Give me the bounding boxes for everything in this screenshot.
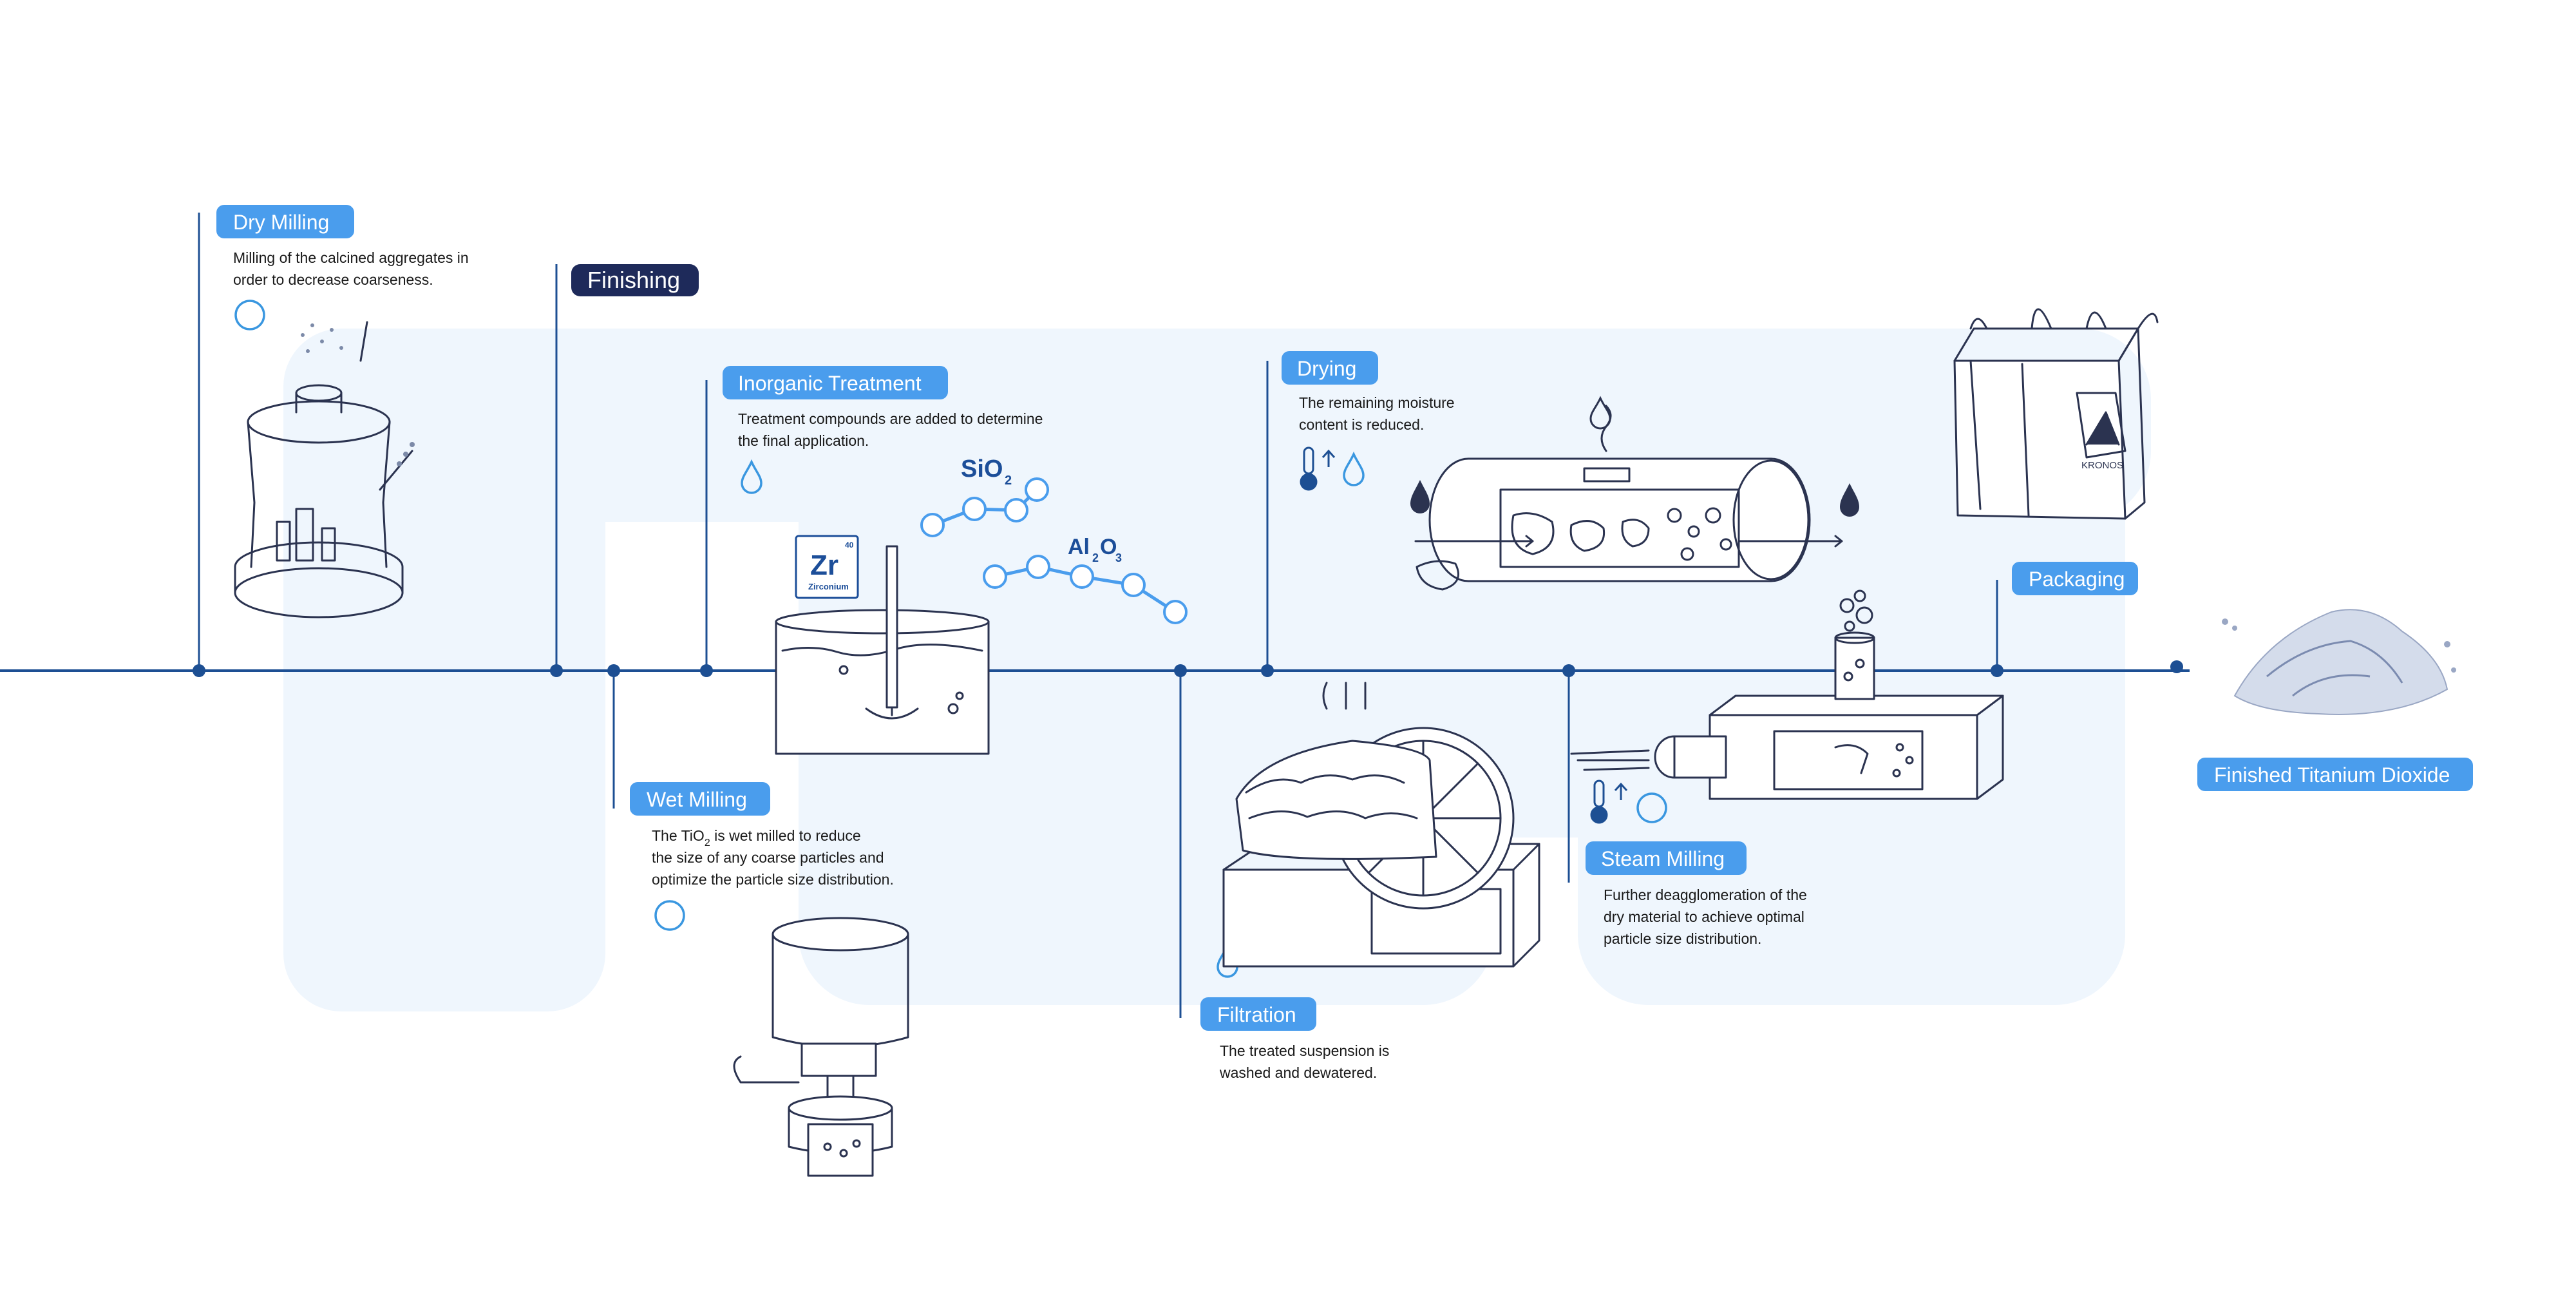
- bag-brand-text: KRONOS: [2081, 460, 2123, 471]
- node-steam-milling: [1562, 664, 1575, 677]
- step-desc-line1: The TiO2 is wet milled to reduce: [652, 827, 861, 848]
- sio2-molecule: SiO 2: [920, 455, 1049, 537]
- node-drying: [1261, 664, 1274, 677]
- al2o3-molecule: Al 2 O 3: [983, 535, 1188, 624]
- step-desc-line1: Milling of the calcined aggregates in: [233, 249, 469, 266]
- step-dry-milling: Dry Milling Milling of the calcined aggr…: [216, 205, 469, 618]
- timeline-nodes: [193, 660, 2183, 677]
- thermometer-icon: [1590, 780, 1608, 824]
- svg-text:O: O: [1100, 535, 1117, 559]
- dark-droplet-icon: [1840, 483, 1859, 517]
- step-title: Finished Titanium Dioxide: [2214, 763, 2450, 787]
- label-bg: [571, 264, 699, 296]
- step-desc-line1: The treated suspension is: [1220, 1042, 1389, 1059]
- zirconium-element-tile: Zr 40 Zirconium: [795, 535, 859, 599]
- label-bg: [1586, 841, 1747, 875]
- step-drying: Drying The remaining moisture content is…: [1282, 351, 1859, 591]
- step-filtration: Filtration The treated suspension is was…: [1200, 682, 1540, 1081]
- dry-mill-illustration: [234, 321, 413, 618]
- step-title: Drying: [1297, 357, 1356, 380]
- label-bg: [630, 782, 770, 816]
- step-desc-line1: Further deagglomeration of the: [1604, 886, 1807, 903]
- step-title: Dry Milling: [233, 211, 329, 234]
- label-bg: [2012, 562, 2138, 595]
- step-packaging: Packaging KRONOS: [1953, 308, 2159, 595]
- step-desc-line2: order to decrease coarseness.: [233, 271, 433, 288]
- step-finished: Finished Titanium Dioxide: [2197, 609, 2473, 791]
- bubble-icon: [1636, 792, 1667, 823]
- svg-text:2: 2: [1092, 551, 1099, 564]
- node-finishing: [550, 664, 563, 677]
- step-desc-line2: the final application.: [738, 432, 869, 449]
- powder-pile-illustration: [2222, 609, 2456, 715]
- svg-text:SiO: SiO: [961, 455, 1003, 483]
- label-bg: [1200, 997, 1316, 1031]
- svg-text:Zirconium: Zirconium: [808, 582, 849, 591]
- label-bg: [723, 366, 948, 399]
- step-desc-line2: dry material to achieve optimal: [1604, 908, 1804, 925]
- step-title: Filtration: [1217, 1003, 1296, 1026]
- droplet-icon: [741, 459, 762, 494]
- node-dry-milling: [193, 664, 205, 677]
- thermometer-icon: [1300, 446, 1318, 491]
- svg-text:3: 3: [1115, 551, 1122, 564]
- step-desc-line2: washed and dewatered.: [1219, 1064, 1377, 1081]
- big-bag-illustration: [1953, 308, 2159, 520]
- node-wet-milling: [607, 664, 620, 677]
- svg-text:Zr: Zr: [810, 550, 838, 581]
- step-desc-line2: content is reduced.: [1299, 416, 1424, 433]
- steam-mill-illustration: [1570, 589, 2004, 800]
- finishing-title: Finishing: [587, 267, 680, 293]
- droplet-icon: [1589, 396, 1611, 430]
- step-desc-line3: optimize the particle size distribution.: [652, 871, 894, 888]
- svg-text:40: 40: [845, 541, 854, 550]
- bubble-icon: [654, 900, 685, 931]
- label-bg: [2197, 758, 2473, 791]
- droplet-icon: [1343, 451, 1365, 486]
- node-inorganic-treatment: [700, 664, 713, 677]
- step-desc-line1: Treatment compounds are added to determi…: [738, 410, 1043, 427]
- label-bg: [216, 205, 354, 238]
- arrow-up-icon: [1614, 782, 1628, 800]
- step-title: Packaging: [2029, 568, 2125, 591]
- bubble-icon: [234, 300, 265, 330]
- arrow-up-icon: [1321, 449, 1336, 467]
- timeline-connectors: [198, 213, 1998, 1018]
- step-finishing: Finishing: [571, 264, 699, 296]
- step-desc-line2: the size of any coarse particles and: [652, 849, 884, 866]
- svg-text:2: 2: [1005, 474, 1012, 488]
- dark-droplet-icon: [1410, 480, 1430, 513]
- rotary-filter-illustration: [1222, 682, 1540, 968]
- node-finished: [2170, 660, 2183, 673]
- wet-mill-illustration: [733, 917, 909, 1177]
- treatment-tank-illustration: [775, 545, 990, 755]
- node-packaging: [1991, 664, 2003, 677]
- step-wet-milling: Wet Milling The TiO2 is wet milled to re…: [630, 782, 909, 1177]
- step-desc-line1: The remaining moisture: [1299, 394, 1455, 411]
- node-filtration: [1174, 664, 1187, 677]
- step-desc-line3: particle size distribution.: [1604, 930, 1761, 947]
- step-title: Inorganic Treatment: [738, 372, 922, 395]
- step-title: Steam Milling: [1601, 847, 1725, 870]
- label-bg: [1282, 351, 1378, 385]
- step-steam-milling: Steam Milling Further deagglomeration of…: [1570, 589, 2004, 947]
- svg-text:Al: Al: [1068, 535, 1090, 559]
- step-inorganic-treatment: Inorganic Treatment Treatment compounds …: [723, 366, 1188, 755]
- step-title: Wet Milling: [647, 788, 747, 811]
- dust-particles: [301, 323, 415, 466]
